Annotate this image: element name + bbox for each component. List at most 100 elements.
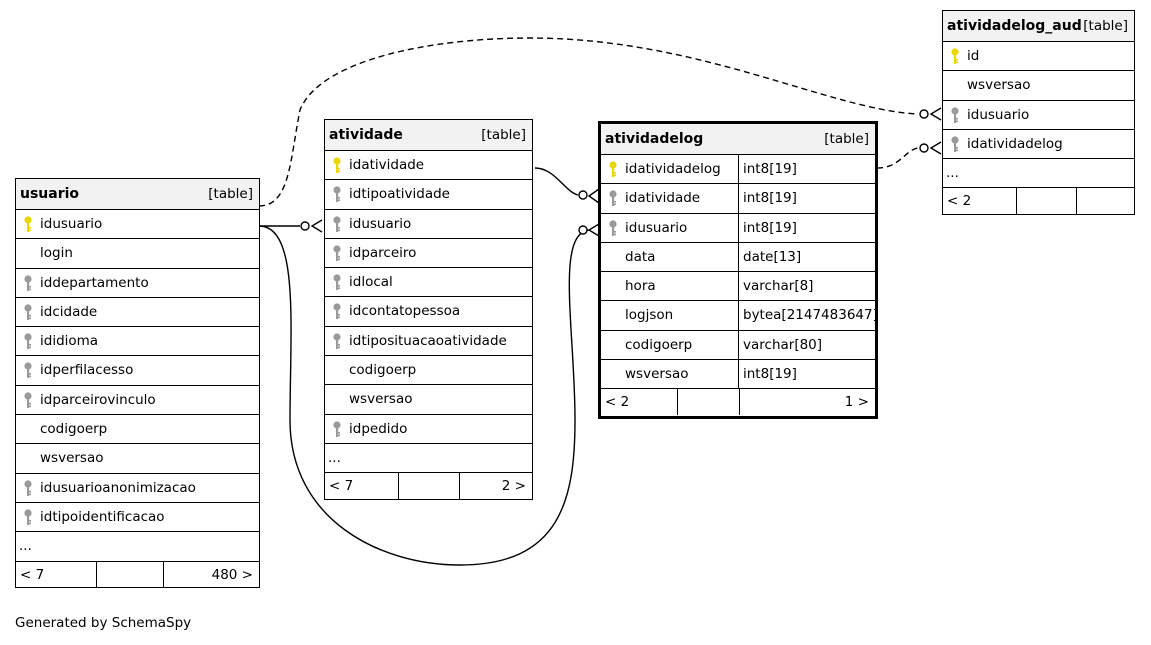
column-name: codigoerp bbox=[625, 336, 693, 353]
more-label: ... bbox=[19, 538, 32, 555]
more-label: ... bbox=[328, 449, 341, 466]
column-row[interactable]: id bbox=[943, 42, 1134, 72]
column-name: hora bbox=[625, 278, 656, 295]
rel-atividadelog-aud bbox=[876, 147, 919, 169]
column-type: bytea[2147483647] bbox=[738, 301, 878, 330]
column-row[interactable]: idusuario bbox=[943, 101, 1134, 130]
column-name: wsversao bbox=[625, 366, 689, 383]
column-name: id bbox=[967, 48, 980, 64]
column-row[interactable]: codigoerp bbox=[325, 356, 532, 386]
foreign-key-icon bbox=[23, 274, 33, 292]
table-kind: [table] bbox=[824, 131, 869, 147]
column-row[interactable]: idperfilacesso bbox=[16, 356, 259, 386]
column-name: idcidade bbox=[40, 303, 98, 320]
rel-crowfoot bbox=[310, 219, 323, 233]
column-row[interactable]: idcontatopessoa bbox=[325, 297, 532, 327]
column-row[interactable]: idusuario bbox=[325, 210, 532, 239]
rows-count[interactable]: 480 > bbox=[163, 561, 259, 588]
foreign-key-icon bbox=[950, 136, 960, 153]
footer-spacer bbox=[398, 473, 459, 500]
rows-count[interactable]: 1 > bbox=[739, 389, 875, 416]
column-name: wsversao bbox=[349, 391, 413, 408]
column-row[interactable]: idpedido bbox=[325, 415, 532, 444]
column-name: ididioma bbox=[40, 333, 99, 350]
table-header[interactable]: atividade [table] bbox=[325, 120, 532, 151]
foreign-key-icon bbox=[23, 392, 33, 409]
foreign-key-icon bbox=[332, 274, 342, 291]
column-name: idusuarioanonimizacao bbox=[40, 479, 196, 496]
rel-optional-marker bbox=[578, 190, 588, 200]
table-header[interactable]: atividadelog_aud [table] bbox=[943, 11, 1134, 42]
foreign-key-icon bbox=[950, 106, 960, 124]
column-row[interactable]: idusuarioanonimizacao bbox=[16, 474, 259, 503]
table-name: usuario bbox=[20, 186, 80, 202]
column-name: data bbox=[625, 248, 656, 265]
column-row[interactable]: wsversao bbox=[943, 71, 1134, 101]
column-name: idparceiro bbox=[349, 244, 417, 261]
column-row[interactable]: idtipoatividade bbox=[325, 180, 532, 210]
column-row[interactable]: iddepartamento bbox=[16, 269, 259, 298]
parents-count[interactable]: < 2 bbox=[947, 193, 972, 210]
rel-atividade-atividadelog bbox=[534, 167, 579, 196]
column-row[interactable]: idparceiro bbox=[325, 239, 532, 269]
footer-spacer bbox=[677, 389, 739, 416]
column-name: idatividade bbox=[349, 157, 425, 173]
column-row[interactable]: codigoerp bbox=[16, 415, 259, 445]
footer-spacer bbox=[1016, 188, 1076, 215]
primary-key-icon bbox=[608, 161, 618, 178]
table-header[interactable]: usuario [table] bbox=[16, 179, 259, 210]
column-row[interactable]: idtipoidentificacao bbox=[16, 503, 259, 533]
column-name: codigoerp bbox=[40, 421, 108, 438]
rows-count[interactable] bbox=[1076, 188, 1134, 215]
column-name: idperfilacesso bbox=[40, 362, 134, 379]
column-row[interactable]: idparceirovinculo bbox=[16, 386, 259, 416]
foreign-key-icon bbox=[332, 333, 342, 350]
table-header[interactable]: atividadelog [table] bbox=[601, 124, 875, 155]
parents-count[interactable]: < 7 bbox=[329, 478, 354, 495]
column-row[interactable]: idatividadelog bbox=[943, 130, 1134, 160]
foreign-key-icon bbox=[332, 245, 342, 262]
column-row[interactable]: login bbox=[16, 239, 259, 269]
column-row[interactable]: wsversao bbox=[16, 444, 259, 474]
column-row[interactable]: idcidade bbox=[16, 298, 259, 328]
table-kind: [table] bbox=[1083, 18, 1128, 34]
table-atividade[interactable]: atividade [table] idatividade idtipoativi… bbox=[324, 119, 533, 500]
column-row[interactable]: idlocal bbox=[325, 268, 532, 298]
primary-key-icon bbox=[950, 48, 960, 65]
parents-count[interactable]: < 2 bbox=[605, 394, 630, 411]
more-label: ... bbox=[946, 165, 959, 182]
table-footer: < 2 bbox=[943, 188, 1134, 215]
column-name: idtipoidentificacao bbox=[40, 508, 165, 525]
column-type: date[13] bbox=[738, 242, 801, 272]
rows-count[interactable]: 2 > bbox=[459, 473, 532, 500]
column-row[interactable]: idatividade bbox=[325, 151, 532, 181]
rel-usuario-aud bbox=[258, 37, 919, 207]
column-type: int8[19] bbox=[738, 360, 797, 389]
column-row[interactable]: ididioma bbox=[16, 327, 259, 357]
column-type: int8[19] bbox=[738, 184, 797, 213]
column-row[interactable]: wsversao int8[19] bbox=[601, 360, 875, 390]
table-name: atividadelog bbox=[605, 131, 704, 147]
primary-key-icon bbox=[332, 157, 342, 174]
rel-optional-marker bbox=[919, 143, 929, 153]
column-name: idpedido bbox=[349, 420, 408, 437]
column-row[interactable]: idtiposituacaoatividade bbox=[325, 327, 532, 357]
column-row[interactable]: idusuario bbox=[16, 210, 259, 240]
column-row[interactable]: data date[13] bbox=[601, 242, 875, 273]
column-type: int8[19] bbox=[738, 213, 797, 242]
column-row[interactable]: wsversao bbox=[325, 385, 532, 415]
rel-crowfoot bbox=[929, 107, 942, 121]
foreign-key-icon bbox=[23, 304, 33, 321]
parents-count[interactable]: < 7 bbox=[20, 566, 45, 583]
table-name: atividadelog_aud bbox=[947, 18, 1082, 34]
